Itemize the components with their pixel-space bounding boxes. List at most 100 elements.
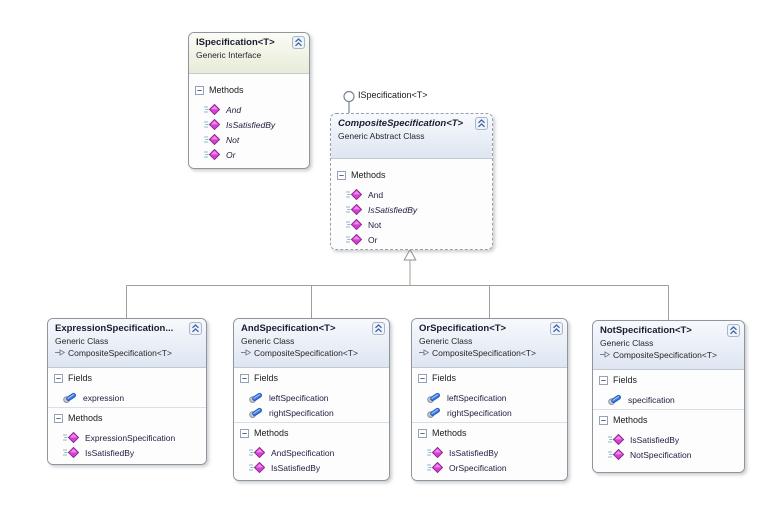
compartment-header-methods[interactable]: Methods [189,83,309,97]
member-ExpressionSpecification[interactable]: ExpressionSpecification [48,430,206,445]
method-icon [346,219,362,230]
inherits-arrow-icon [241,348,252,359]
method-icon [608,449,624,460]
collapse-section-icon[interactable] [599,415,608,425]
collapse-chevrons-icon [727,324,740,337]
base-class-row: CompositeSpecification<T> [55,348,200,359]
collapse-section-icon[interactable] [418,373,427,383]
inherits-arrow-icon [55,348,66,359]
collapse-chevrons-icon [292,36,305,49]
member-name: expression [83,392,125,403]
compartment-header-fields[interactable]: Fields [412,371,567,385]
base-class-row: CompositeSpecification<T> [419,348,561,359]
collapse-section-icon[interactable] [418,428,427,438]
member-specification[interactable]: specification [593,392,744,407]
compartment-header-fields[interactable]: Fields [48,371,206,385]
collapse-section-icon[interactable] [337,170,346,180]
compartment-header-fields[interactable]: Fields [234,371,389,385]
box-header: NotSpecification<T> Generic Class Compos… [593,321,744,370]
compartment-label: Methods [254,428,289,438]
collapse-chevrons-icon [189,322,202,335]
collapse-section-icon[interactable] [54,373,63,383]
member-leftSpecification[interactable]: leftSpecification [412,390,567,405]
method-icon [346,189,362,200]
compartment-fields: Fields expression [48,371,206,405]
member-rightSpecification[interactable]: rightSpecification [234,405,389,420]
compartment-header-fields[interactable]: Fields [593,373,744,387]
collapse-button[interactable] [292,36,305,49]
collapse-button[interactable] [727,324,740,337]
member-Not[interactable]: Not [331,217,492,232]
collapse-button[interactable] [372,322,385,335]
compartment-label: Methods [432,428,467,438]
compartment-header-methods[interactable]: Methods [412,426,567,440]
box-subtitle: Generic Abstract Class [338,131,425,141]
member-IsSatisfiedBy[interactable]: IsSatisfiedBy [412,445,567,460]
class-box-andspecification[interactable]: AndSpecification<T> Generic Class Compos… [233,318,390,481]
compartment-header-methods[interactable]: Methods [593,413,744,427]
member-NotSpecification[interactable]: NotSpecification [593,447,744,462]
member-expression[interactable]: expression [48,390,206,405]
box-header: ExpressionSpecification... Generic Class… [48,319,206,368]
method-icon [204,134,220,145]
base-class-name: CompositeSpecification<T> [432,348,536,358]
compartment-header-methods[interactable]: Methods [234,426,389,440]
inherits-arrow-icon [600,350,611,361]
compartment-fields: Fields specification [593,373,744,407]
collapse-button[interactable] [189,322,202,335]
class-box-notspecification[interactable]: NotSpecification<T> Generic Class Compos… [592,320,745,473]
member-rightSpecification[interactable]: rightSpecification [412,405,567,420]
member-IsSatisfiedBy[interactable]: IsSatisfiedBy [234,460,389,475]
collapse-button[interactable] [550,322,563,335]
collapse-button[interactable] [475,117,488,130]
class-box-expressionspecification[interactable]: ExpressionSpecification... Generic Class… [47,318,207,465]
box-subtitle: Generic Class [419,336,473,346]
member-name: Not [368,219,382,230]
box-header: AndSpecification<T> Generic Class Compos… [234,319,389,368]
member-IsSatisfiedBy[interactable]: IsSatisfiedBy [189,117,309,132]
collapse-section-icon[interactable] [195,85,204,95]
compartment-header-methods[interactable]: Methods [331,168,492,182]
lollipop-connector[interactable] [343,90,355,114]
member-name: IsSatisfiedBy [226,119,276,130]
member-Or[interactable]: Or [331,232,492,247]
member-Or[interactable]: Or [189,147,309,162]
class-box-orspecification[interactable]: OrSpecification<T> Generic Class Composi… [411,318,568,481]
collapse-section-icon[interactable] [240,428,249,438]
member-And[interactable]: And [331,187,492,202]
compartment-label: Fields [68,373,93,383]
collapse-section-icon[interactable] [54,413,63,423]
collapse-section-icon[interactable] [599,375,608,385]
member-name: IsSatisfiedBy [271,462,321,473]
member-IsSatisfiedBy[interactable]: IsSatisfiedBy [331,202,492,217]
member-name: IsSatisfiedBy [368,204,418,215]
box-title: ISpecification<T> [196,37,275,48]
method-icon [346,234,362,245]
class-box-ispecification[interactable]: ISpecification<T> Generic Interface Meth… [188,32,310,169]
member-name: And [226,104,242,115]
class-box-compositespecification[interactable]: CompositeSpecification<T> Generic Abstra… [330,113,493,250]
member-IsSatisfiedBy[interactable]: IsSatisfiedBy [593,432,744,447]
base-class-row: CompositeSpecification<T> [241,348,383,359]
method-icon [204,104,220,115]
compartment-label: Methods [351,170,386,180]
member-And[interactable]: And [189,102,309,117]
collapse-section-icon[interactable] [240,373,249,383]
compartment-label: Fields [432,373,457,383]
member-AndSpecification[interactable]: AndSpecification [234,445,389,460]
member-Not[interactable]: Not [189,132,309,147]
member-leftSpecification[interactable]: leftSpecification [234,390,389,405]
member-OrSpecification[interactable]: OrSpecification [412,460,567,475]
member-name: NotSpecification [630,449,692,460]
member-IsSatisfiedBy[interactable]: IsSatisfiedBy [48,445,206,460]
compartment-header-methods[interactable]: Methods [48,411,206,425]
field-icon [249,407,262,418]
inheritance-connector[interactable] [126,248,669,321]
member-name: Or [226,149,236,160]
